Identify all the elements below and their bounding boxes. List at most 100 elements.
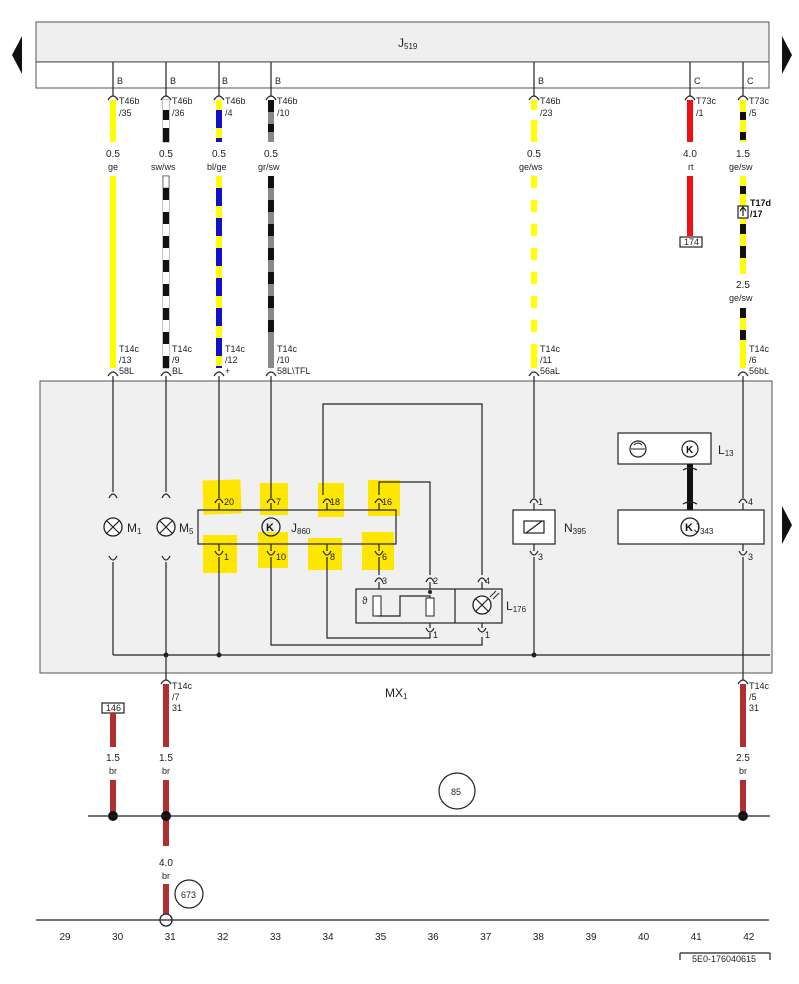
column-number: 37 [480, 932, 492, 943]
svg-text:br: br [162, 766, 170, 776]
svg-text:/5: /5 [749, 108, 757, 118]
wire-gr-sw-t46b-10: B T46b /10 0.5 gr/sw T14c /10 58L\TFL [258, 62, 311, 377]
svg-text:C: C [747, 76, 754, 86]
svg-text:B: B [117, 76, 123, 86]
svg-text:3: 3 [382, 576, 387, 586]
wire-br-t14c-5: T14c /5 31 2.5 br [736, 679, 770, 821]
nav-left-arrow[interactable] [12, 36, 22, 74]
svg-text:T14c: T14c [540, 344, 561, 354]
svg-text:C: C [694, 76, 701, 86]
svg-text:T73c: T73c [696, 96, 717, 106]
svg-text:4.0: 4.0 [683, 149, 697, 160]
wire-br-ref-146: 146 1.5 br [101, 702, 125, 821]
svg-text:0.5: 0.5 [527, 149, 541, 160]
svg-text:T14c: T14c [277, 344, 298, 354]
svg-text:16: 16 [382, 497, 392, 507]
svg-text:58L\TFL: 58L\TFL [277, 366, 311, 376]
svg-text:B: B [222, 76, 228, 86]
svg-text:56bL: 56bL [749, 366, 769, 376]
svg-text:T14c: T14c [119, 344, 140, 354]
svg-text:/7: /7 [172, 692, 180, 702]
wire-sw-ws-t46b-36: B T46b /36 0.5 sw/ws T14c /9 BL [151, 62, 193, 377]
svg-text:T46b: T46b [277, 96, 298, 106]
svg-text:673: 673 [181, 890, 196, 900]
svg-text:3: 3 [538, 552, 543, 562]
svg-text:J343: J343 [694, 521, 714, 536]
wire-ge-sw-t73c-5: C T73c /5 1.5 ge/sw T17d /17 2.5 ge/sw T… [729, 62, 771, 377]
lamp-unit-l13[interactable]: K L13 [617, 432, 734, 510]
svg-text:/23: /23 [540, 108, 553, 118]
column-number: 38 [533, 932, 545, 943]
svg-text:/1: /1 [696, 108, 704, 118]
svg-text:gr/sw: gr/sw [258, 162, 280, 172]
svg-text:K: K [266, 522, 274, 534]
svg-text:5E0-176040615: 5E0-176040615 [692, 954, 756, 964]
svg-text:B: B [275, 76, 281, 86]
svg-text:T14c: T14c [172, 681, 193, 691]
ref-circle-673[interactable]: 673 [174, 879, 204, 909]
svg-text:0.5: 0.5 [106, 149, 120, 160]
svg-text:31: 31 [749, 703, 759, 713]
svg-text:T46b: T46b [225, 96, 246, 106]
control-unit-j860[interactable]: K J860 20 7 18 16 1 10 8 6 [197, 376, 400, 573]
highlight-pin-20 [202, 479, 242, 515]
svg-text:2.5: 2.5 [736, 753, 750, 764]
svg-text:8: 8 [330, 552, 335, 562]
svg-text:0.5: 0.5 [212, 149, 226, 160]
svg-text:58L: 58L [119, 366, 134, 376]
svg-text:4.0: 4.0 [159, 858, 173, 869]
column-number: 32 [217, 932, 229, 943]
ref-box-174[interactable] [679, 236, 703, 248]
svg-text:ge/ws: ge/ws [519, 162, 543, 172]
highlight-pin-10 [258, 532, 288, 568]
svg-text:T46b: T46b [119, 96, 140, 106]
svg-text:L13: L13 [718, 443, 734, 458]
svg-text:6: 6 [382, 552, 387, 562]
svg-text:146: 146 [106, 703, 121, 713]
valve-n395[interactable]: 1 3 N395 [512, 376, 587, 658]
control-unit-j343[interactable]: K J343 4 3 [0, 0, 765, 680]
svg-text:ge: ge [108, 162, 118, 172]
column-number: 39 [585, 932, 597, 943]
svg-text:/12: /12 [225, 355, 238, 365]
svg-text:/4: /4 [225, 108, 233, 118]
svg-text:/35: /35 [119, 108, 132, 118]
lamp-m1[interactable]: M1 [103, 376, 142, 655]
svg-text:br: br [109, 766, 117, 776]
svg-text:18: 18 [330, 497, 340, 507]
svg-text:1: 1 [433, 630, 438, 640]
nav-right-arrow-panel[interactable] [782, 506, 792, 544]
svg-text:1.5: 1.5 [736, 149, 750, 160]
lamp-assembly-l176[interactable]: 3 2 4 ϑ 1 1 L176 [355, 576, 527, 640]
svg-text:K: K [686, 445, 694, 456]
svg-text:7: 7 [276, 497, 281, 507]
svg-text:T14c: T14c [749, 681, 770, 691]
wire-ge-t46b-35: B T46b /35 0.5 ge T14c /13 58L [106, 62, 140, 377]
wire-rt-t73c-1: C T73c /1 4.0 rt 174 [679, 62, 717, 248]
svg-text:br: br [739, 766, 747, 776]
svg-text:BL: BL [172, 366, 183, 376]
column-number: 30 [112, 932, 124, 943]
svg-text:85: 85 [451, 787, 461, 797]
svg-text:/13: /13 [119, 355, 132, 365]
svg-text:20: 20 [224, 497, 234, 507]
svg-text:/5: /5 [749, 692, 757, 702]
column-number: 41 [691, 932, 703, 943]
svg-text:K: K [685, 522, 693, 534]
svg-text:M5: M5 [179, 521, 194, 536]
highlight-pin-18 [318, 483, 344, 517]
ref-circle-85[interactable]: 85 [438, 772, 476, 810]
svg-text:174: 174 [684, 237, 699, 247]
svg-text:J860: J860 [291, 521, 311, 536]
column-number: 42 [743, 932, 755, 943]
svg-text:T46b: T46b [540, 96, 561, 106]
svg-text:L176: L176 [506, 599, 527, 614]
svg-text:ϑ: ϑ [362, 596, 368, 607]
nav-right-arrow[interactable] [782, 36, 792, 74]
svg-text:T17d: T17d [750, 198, 771, 208]
column-number: 31 [165, 932, 177, 943]
lamp-m5[interactable]: M5 [156, 376, 194, 680]
svg-text:ge/sw: ge/sw [729, 293, 753, 303]
svg-text:1.5: 1.5 [159, 753, 173, 764]
